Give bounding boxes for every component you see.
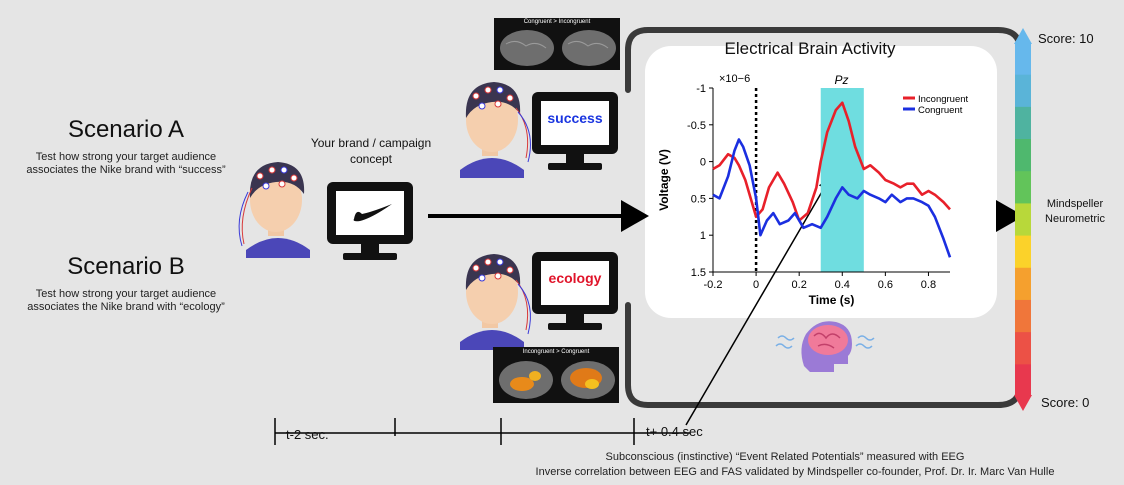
y-tick-label: 0 (700, 157, 706, 169)
panel-title: Electrical Brain Activity (724, 39, 896, 58)
highlight-band (820, 88, 864, 272)
scenario-a-description: Test how strong your target audience ass… (26, 151, 226, 176)
score-bottom-label: Score: 0 (1041, 395, 1090, 410)
brand-monitor (327, 182, 413, 260)
subject-head-success (460, 82, 531, 178)
scale-segment (1015, 299, 1031, 333)
chart-title: Pz (834, 73, 848, 87)
scenario-b-title: Scenario B (67, 253, 185, 280)
scale-segment (1015, 202, 1031, 236)
y-tick-label: -1 (696, 83, 706, 95)
word-success: success (547, 110, 603, 126)
x-tick-label: 0.4 (835, 279, 850, 291)
x-tick-label: 0.6 (878, 279, 893, 291)
score-scale-bar (1015, 42, 1031, 397)
score-top-label: Score: 10 (1038, 31, 1094, 46)
x-axis-label: Time (s) (809, 293, 855, 307)
word-ecology: ecology (548, 270, 602, 286)
y-tick-label: 0.5 (691, 193, 706, 205)
erp-pointer-arrow (685, 176, 831, 426)
scale-segment (1015, 138, 1031, 172)
timeline-left-label: t-2 sec. (286, 427, 329, 442)
x-tick-label: -0.2 (704, 279, 723, 291)
scenario-a-title: Scenario A (67, 116, 185, 143)
series-line-congruent (712, 138, 952, 258)
scale-segment (1015, 363, 1031, 397)
brand-label: Your brand / campaign concept (310, 136, 432, 166)
scale-segment (1015, 42, 1031, 75)
erp-chart: -1 -0.5 0 0.5 1 1.5-0.2 0 0.2 0.4 0.6 0.8 ×10−6 PzTi… (657, 73, 969, 307)
mri-image-bottom (493, 347, 619, 403)
y-tick-label: 1 (700, 230, 706, 242)
legend-label: Congruent (918, 105, 963, 116)
subject-head-left (238, 162, 310, 258)
x-tick-label: 0 (753, 279, 759, 291)
scale-segment (1015, 106, 1031, 140)
footer-line-2: Inverse correlation between EEG and FAS … (535, 466, 1055, 478)
scale-segment (1015, 170, 1031, 204)
scenario-b-description: Test how strong your target audience ass… (27, 288, 225, 313)
neurometric-label: Mindspeller Neurometric (1045, 198, 1105, 225)
y-tick-label: -0.5 (687, 120, 706, 132)
y-axis-label: Voltage (V) (657, 149, 671, 211)
series-line-incongruent (712, 101, 951, 222)
mri-top-label: Congruent > Incongruent (523, 19, 591, 25)
legend-label: Incongruent (918, 94, 969, 105)
x-tick-label: 0.2 (792, 279, 807, 291)
scale-segment (1015, 331, 1031, 365)
mri-image-top (494, 18, 620, 70)
success-monitor (532, 92, 618, 170)
scale-bottom-arrow (1014, 395, 1032, 411)
y-tick-label: 1.5 (691, 267, 706, 279)
x-tick-label: 0.8 (921, 279, 936, 291)
scale-segment (1015, 235, 1031, 268)
scale-segment (1015, 74, 1031, 107)
footer-line-1: Subconscious (instinctive) “Event Relate… (605, 451, 965, 463)
mri-bottom-label: Incongruent > Congruent (522, 349, 590, 355)
scale-top-arrow (1014, 28, 1032, 44)
scale-segment (1015, 267, 1031, 300)
y-multiplier: ×10−6 (719, 73, 750, 85)
timeline-right-label: t+ 0.4 sec (646, 424, 703, 439)
nike-swoosh-icon (353, 204, 392, 222)
brain-head-icon (775, 321, 875, 372)
subject-head-ecology (460, 254, 531, 350)
ecology-monitor (532, 252, 618, 330)
